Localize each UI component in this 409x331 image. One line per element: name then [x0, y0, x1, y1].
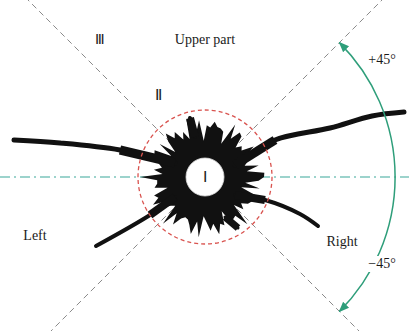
crack-root	[225, 217, 238, 228]
crack-line	[190, 118, 195, 137]
crack-line	[225, 217, 238, 228]
zone-number: Ⅱ	[155, 87, 162, 104]
crack-root	[235, 195, 265, 200]
core-circle: Ⅰ	[185, 157, 225, 197]
crack-line	[14, 140, 175, 163]
fracture-zone	[14, 112, 404, 246]
angle-label: −45°	[366, 256, 398, 271]
angle-label: +45°	[366, 52, 398, 67]
zone-number: Ⅲ	[93, 32, 107, 47]
region-label: Left	[21, 228, 48, 243]
crack-root	[190, 118, 195, 137]
crack-root	[150, 197, 175, 215]
crushed-zone	[140, 120, 264, 238]
zone-circle: ⅡⅠ	[137, 109, 273, 245]
crack-line	[96, 197, 175, 246]
diagonal-line	[25, 0, 385, 331]
region-label: Right	[324, 234, 359, 249]
region-label: Upper part	[173, 32, 237, 47]
crack-root	[120, 150, 175, 163]
crack-line	[235, 195, 318, 226]
zone-number: Ⅰ	[203, 169, 207, 186]
crack-root	[235, 140, 275, 165]
diagonal-line	[25, 0, 385, 331]
